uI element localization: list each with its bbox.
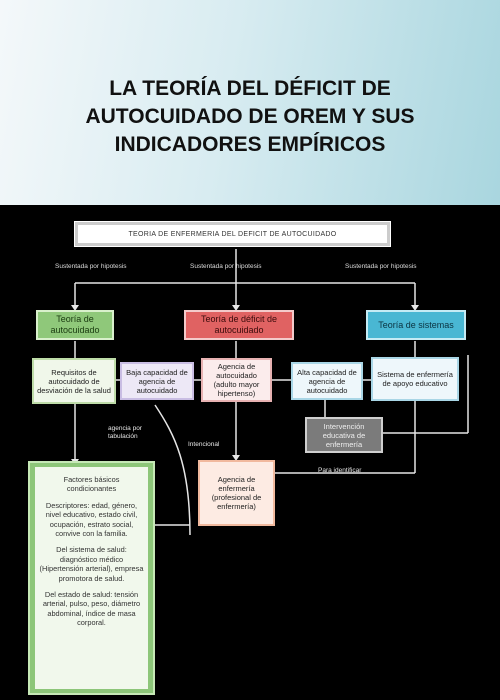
side-label-middle: Intencional	[188, 441, 220, 448]
theory-systems-box: Teoría de sistemas	[366, 310, 466, 340]
subtheory-label-middle: Sustentada por hipotesis	[190, 263, 262, 270]
title-line-1: LA TEORÍA DEL DÉFICIT DE	[109, 77, 391, 100]
title-line-3: INDICADORES EMPÍRICOS	[114, 133, 386, 156]
factors-title: Factores básicos condicionantes	[63, 475, 120, 494]
subtheory-label-left: Sustentada por hipotesis	[55, 263, 127, 270]
side-label-right: Para identificar	[318, 467, 362, 474]
support-system-box: Sistema de enfermería de apoyo educativo	[371, 357, 459, 401]
nursing-agency-box: Agencia de enfermería (profesional de en…	[198, 460, 275, 526]
low-capacity-box: Baja capacidad de agencia de autocuidado	[120, 362, 194, 400]
factors-health-state: Del estado de salud: tensión arterial, p…	[42, 590, 141, 628]
title-line-2: AUTOCUIDADO DE OREM Y SUS	[85, 105, 415, 128]
theory-self-care-box: Teoría de autocuidado	[36, 310, 114, 340]
basic-factors-box: Factores básicos condicionantes Descript…	[28, 461, 155, 695]
side-label-left: agencia por tabulación	[108, 425, 142, 440]
basic-factors-content: Factores básicos condicionantes Descript…	[35, 467, 148, 689]
requisites-box: Requisitos de autocuidado de desviación …	[32, 358, 116, 404]
connector-lines	[71, 249, 469, 536]
subtheory-label-right: Sustentada por hipotesis	[345, 263, 417, 270]
high-capacity-box: Alta capacidad de agencia de autocuidado	[291, 362, 363, 400]
factors-health-system: Del sistema de salud: diagnóstico médico…	[39, 545, 144, 583]
header-banner: LA TEORÍA DEL DÉFICIT DE AUTOCUIDADO DE …	[0, 0, 500, 205]
agency-box: Agencia de autocuidado (adulto mayor hip…	[201, 358, 272, 402]
diagram-main-title: TEORIA DE ENFERMERIA DEL DEFICIT DE AUTO…	[74, 221, 391, 247]
educational-intervention-box: Intervención educativa de enfermería	[305, 417, 383, 453]
theory-deficit-box: Teoría de déficit de autocuidado	[184, 310, 294, 340]
concept-diagram: TEORIA DE ENFERMERIA DEL DEFICIT DE AUTO…	[0, 205, 500, 700]
page-title: LA TEORÍA DEL DÉFICIT DE AUTOCUIDADO DE …	[30, 75, 470, 159]
factors-descriptive: Descriptores: edad, género, nivel educat…	[45, 500, 138, 539]
